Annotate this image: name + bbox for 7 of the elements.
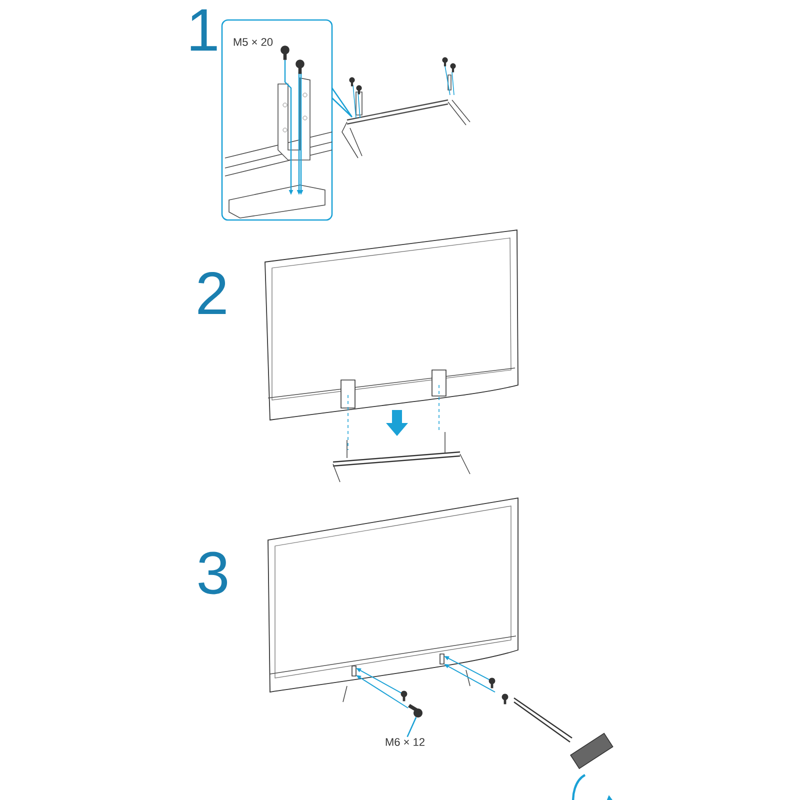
step-number: 3 (198, 552, 228, 594)
step-number: 2 (198, 272, 226, 314)
step-number: 1 (190, 9, 217, 51)
screw (408, 704, 422, 718)
size-label: M5 × 20 (234, 38, 273, 46)
size-label: M6 × 12 (386, 738, 424, 746)
leader-line (406, 717, 417, 738)
